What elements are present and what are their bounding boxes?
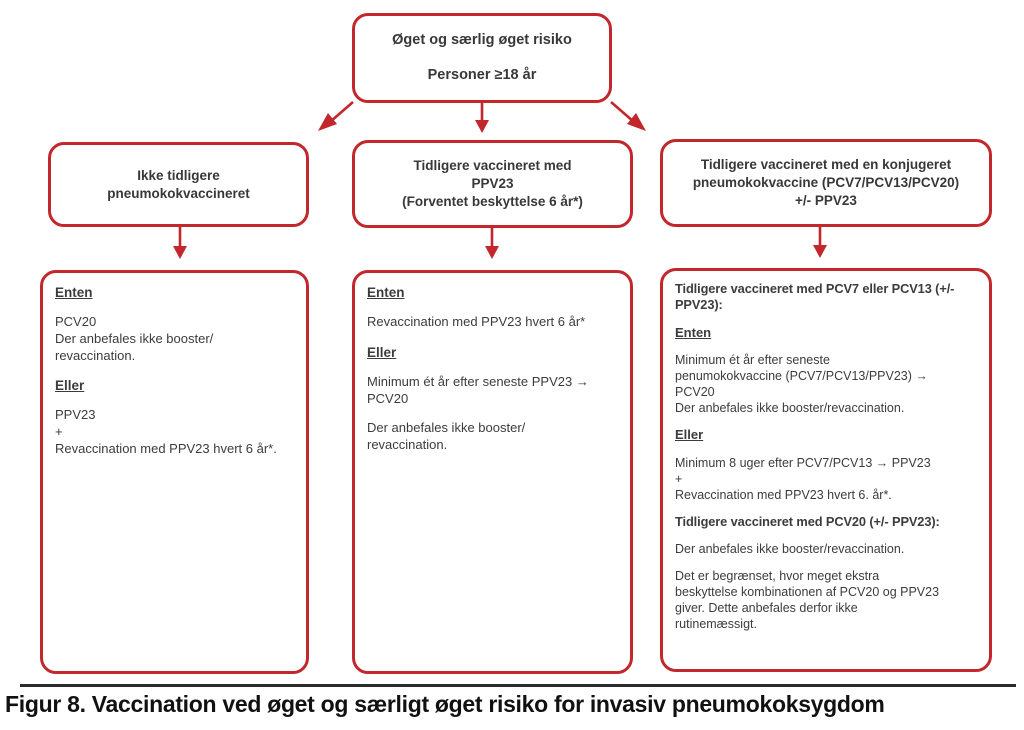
option-body-ppv23: PPV23 + Revaccination med PPV23 hvert 6 …	[55, 407, 277, 456]
option-body-limited-extra-protection: Det er begrænset, hvor meget ekstra besk…	[675, 569, 940, 632]
detail-box-previously-conjugate-vaccine: Tidligere vaccineret med PCV7 eller PCV1…	[660, 268, 992, 672]
subsection-heading-pcv7-pcv13: Tidligere vaccineret med PCV7 eller PCV1…	[675, 281, 955, 313]
arrowhead-root-to-branch2	[475, 120, 489, 133]
arrow-root-to-branch3	[610, 101, 635, 123]
caption-divider-line	[20, 684, 1016, 687]
branch-node-previously-conjugate-vaccine: Tidligere vaccineret med en konjugeret p…	[660, 139, 992, 227]
option-heading-enten: Enten	[675, 324, 712, 340]
option-body-revaccination: Revaccination med PPV23 hvert 6 år*	[367, 314, 586, 330]
arrowhead-branch2-to-detail2	[485, 246, 499, 259]
arrowhead-root-to-branch3	[627, 113, 646, 131]
option-body-no-booster: Der anbefales ikke booster/revaccination…	[675, 542, 905, 557]
detail-box-not-previously-vaccinated: Enten PCV20 Der anbefales ikke booster/ …	[40, 270, 309, 674]
option-heading-enten: Enten	[367, 285, 405, 300]
subsection-heading-pcv20: Tidligere vaccineret med PCV20 (+/- PPV2…	[675, 514, 940, 529]
option-heading-enten: Enten	[55, 285, 93, 300]
option-body-no-booster: Der anbefales ikke booster/ revaccinatio…	[367, 420, 526, 453]
branch-node-previously-ppv23: Tidligere vaccineret med PPV23 (Forvente…	[352, 140, 633, 228]
detail-box-previously-ppv23: Enten Revaccination med PPV23 hvert 6 år…	[352, 270, 633, 674]
option-heading-eller: Eller	[675, 427, 704, 443]
figure-caption: Figur 8. Vaccination ved øget og særligt…	[5, 691, 885, 717]
arrow-root-to-branch1	[329, 101, 354, 123]
option-body-minimum-one-year: Minimum ét år efter seneste PPV23 → PCV2…	[367, 374, 589, 406]
option-heading-eller: Eller	[367, 344, 397, 360]
option-heading-eller: Eller	[55, 378, 85, 394]
branch-node-not-previously-vaccinated: Ikke tidligere pneumokokvaccineret	[48, 142, 309, 227]
root-node-risk-group: Øget og særlig øget risiko Personer ≥18 …	[352, 13, 612, 103]
option-body-minimum-8-weeks: Minimum 8 uger efter PCV7/PCV13 → PPV23 …	[675, 456, 931, 502]
arrowhead-branch1-to-detail1	[173, 246, 187, 259]
option-body-minimum-one-year: Minimum ét år efter seneste penumokokvac…	[675, 353, 928, 416]
arrowhead-branch3-to-detail3	[813, 245, 827, 258]
arrowhead-root-to-branch1	[318, 113, 337, 131]
option-body-pcv20: PCV20 Der anbefales ikke booster/ revacc…	[55, 314, 214, 363]
